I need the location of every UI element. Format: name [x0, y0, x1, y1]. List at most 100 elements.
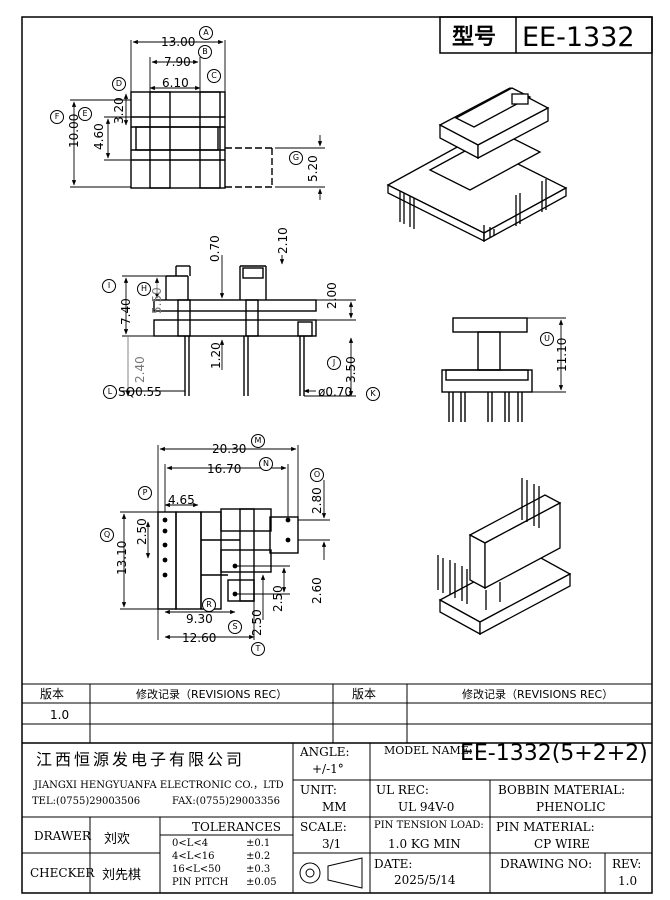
marker-a: A: [199, 26, 213, 40]
pin-material-value: CP WIRE: [534, 837, 590, 851]
marker-r: R: [202, 598, 216, 612]
tolerance-range-3: PIN PITCH: [172, 877, 229, 888]
tolerance-value-0: ±0.1: [246, 838, 271, 849]
bobbin-material-label: BOBBIN MATERIAL:: [498, 783, 626, 797]
title-block-grid: [22, 743, 652, 893]
angle-value: +/-1°: [312, 762, 344, 776]
marker-c: C: [207, 69, 221, 83]
marker-b: B: [198, 45, 212, 59]
dim-260-label: 2.60: [310, 577, 324, 604]
marker-n: N: [259, 457, 273, 471]
marker-o: O: [310, 468, 324, 482]
marker-t: T: [251, 642, 265, 656]
dim-r-label: 9.30: [186, 612, 213, 626]
tolerance-range-0: 0<L<4: [172, 838, 209, 849]
dim-pin-diameter-label: ø0.70: [318, 385, 352, 399]
revision-col-version-1: 版本: [40, 687, 64, 701]
dim-250a-label: 2.50: [135, 518, 149, 545]
dim-sq-label: SQ0.55: [118, 385, 162, 399]
marker-u: U: [540, 332, 554, 346]
dim-f-label: 10.00: [67, 114, 81, 148]
tolerances-label: TOLERANCES: [192, 820, 281, 834]
side-view: [153, 265, 317, 396]
model-name-value: EE-1332(5+2+2): [460, 741, 648, 766]
company-fax: FAX:(0755)29003356: [172, 796, 280, 807]
dim-p-label: 4.65: [168, 493, 195, 507]
tolerance-range-2: 16<L<50: [172, 864, 221, 875]
bottom-view-dims: [120, 445, 330, 640]
side-view-dims: [120, 255, 356, 397]
drawer-name: 刘欢: [104, 832, 131, 847]
checker-label: CHECKER: [30, 866, 95, 880]
unit-label: UNIT:: [300, 783, 337, 797]
revision-table: [22, 683, 652, 744]
company-name-en: JIANGXI HENGYUANFA ELECTRONIC CO.，LTD: [34, 780, 284, 791]
marker-g: G: [289, 151, 303, 165]
dim-b-label: 7.90: [164, 55, 191, 69]
dim-n-label: 16.70: [207, 462, 241, 476]
isometric-view-top: [386, 87, 568, 243]
model-number: EE-1332: [522, 22, 635, 53]
marker-i: I: [102, 279, 116, 293]
dim-250b-label: 2.50: [271, 585, 285, 612]
side-view-labels: 7.40 5.50 0.70 2.10 2.00 1.20 2.40 3.50 …: [118, 227, 358, 399]
rev-label: REV:: [612, 857, 642, 871]
dim-q-label: 13.10: [115, 541, 129, 575]
revision-col-record-2: 修改记录（REVISIONS REC）: [462, 687, 613, 701]
drawer-label: DRAWER: [34, 829, 91, 843]
date-value: 2025/5/14: [394, 873, 456, 887]
sheet-border: [21, 16, 653, 894]
tolerance-range-1: 4<L<16: [172, 851, 215, 862]
dim-070-label: 0.70: [208, 235, 222, 262]
dim-200-label: 2.00: [325, 282, 339, 309]
type-label: 型号: [452, 25, 496, 50]
dim-250c-label: 2.50: [250, 609, 264, 636]
marker-e: E: [78, 107, 92, 121]
dim-h-label: 5.50: [150, 287, 164, 314]
dim-a-label: 13.00: [161, 35, 195, 49]
isometric-view-bottom: [437, 478, 572, 636]
dim-g-label: 5.20: [306, 155, 320, 182]
dim-350-label: 3.50: [344, 356, 358, 383]
checker-name: 刘先棋: [102, 868, 142, 883]
revision-labels: 版本 修改记录（REVISIONS REC） 版本 修改记录（REVISIONS…: [40, 687, 613, 722]
projection-symbol: [299, 857, 363, 889]
ul-rec-value: UL 94V-0: [398, 800, 455, 814]
top-view: [130, 91, 275, 189]
revision-col-record-1: 修改记录（REVISIONS REC）: [136, 687, 287, 701]
marker-l: L: [103, 385, 117, 399]
model-name-label: MODEL NAME:: [384, 744, 473, 757]
angle-label: ANGLE:: [300, 745, 350, 759]
scale-value: 3/1: [322, 837, 342, 851]
ul-rec-label: UL REC:: [376, 783, 429, 797]
dim-e-label: 4.60: [92, 123, 106, 150]
scale-label: SCALE:: [300, 820, 347, 834]
marker-j: J: [327, 356, 341, 370]
front-view: [441, 317, 533, 422]
bottom-view-pins: [162, 517, 291, 597]
marker-s: S: [228, 620, 242, 634]
marker-f: F: [50, 110, 64, 124]
dim-c-label: 6.10: [162, 76, 189, 90]
rev-value: 1.0: [618, 874, 638, 888]
marker-k: K: [366, 387, 380, 401]
dim-u-label: 11.10: [555, 338, 569, 372]
dim-1260-label: 12.60: [182, 631, 216, 645]
company-name-cn: 江西恒源发电子有限公司: [36, 750, 246, 769]
dim-d-label: 3.20: [112, 97, 126, 124]
bobbin-material-value: PHENOLIC: [536, 800, 606, 814]
pin-material-label: PIN MATERIAL:: [496, 820, 595, 834]
company-tel: TEL:(0755)29003506: [32, 796, 141, 807]
unit-value: MM: [322, 800, 347, 814]
dim-m-label: 20.30: [212, 442, 246, 456]
marker-q: Q: [100, 528, 114, 542]
revision-col-version-2: 版本: [352, 687, 376, 701]
pin-tension-label: PIN TENSION LOAD:: [374, 820, 484, 831]
pin-tension-value: 1.0 KG MIN: [388, 837, 461, 851]
marker-m: M: [251, 434, 265, 448]
tolerance-value-3: ±0.05: [246, 877, 277, 888]
front-view-dims: [527, 317, 566, 393]
drawing-no-label: DRAWING NO:: [500, 857, 593, 871]
